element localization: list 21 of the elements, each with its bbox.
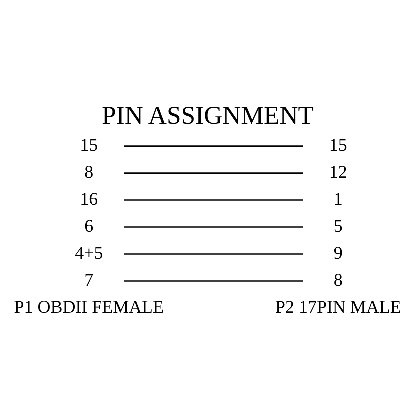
connector	[124, 200, 304, 201]
node-text: 4+5	[75, 243, 104, 264]
node-text: 15	[80, 135, 98, 156]
connector	[124, 254, 304, 255]
connector	[124, 172, 304, 174]
node-text: 6	[84, 216, 94, 236]
node-text: 16	[80, 189, 98, 210]
node-text: 8	[84, 162, 94, 182]
node-text: 9	[334, 243, 343, 264]
node-text: 1	[334, 189, 343, 210]
connector	[124, 146, 304, 147]
node-text: 12	[329, 162, 348, 182]
label: P2 17PIN MALE	[276, 296, 402, 317]
node-text: 5	[334, 216, 343, 236]
connector	[124, 280, 304, 282]
diagram-title: PIN ASSIGNMENT	[102, 100, 314, 130]
node-text: 8	[334, 270, 343, 290]
node-text: 7	[84, 270, 94, 290]
connector	[124, 226, 304, 228]
node-text: 15	[329, 135, 348, 156]
label: P1 OBDII FEMALE	[14, 296, 164, 317]
